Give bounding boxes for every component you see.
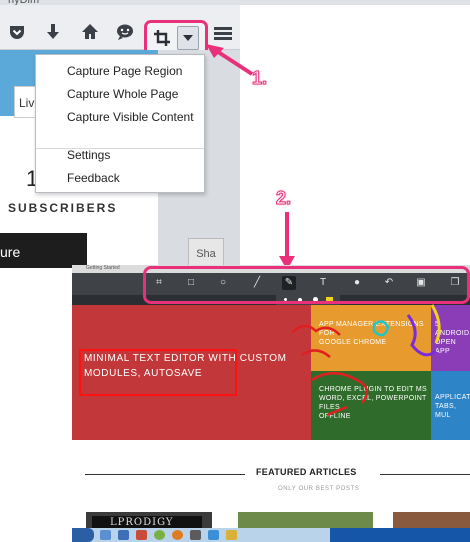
crop-tool-icon[interactable]: ⌗	[156, 277, 162, 288]
tile-chrome-plugin[interactable]: CHROME PLUGIN TO EDIT MS WORD, EXCEL, PO…	[311, 371, 431, 440]
step-1-label: 1.	[251, 68, 268, 89]
save-icon[interactable]: ▣	[416, 277, 426, 288]
line-tool-icon[interactable]: ╱	[253, 277, 261, 288]
tile-app-manager[interactable]: APP MANAGER EXTENSIONS FOR GOOGLE CHROME	[311, 305, 431, 371]
featured-subtitle: ONLY OUR BEST POSTS	[278, 486, 360, 492]
taskbar-active-area	[330, 528, 470, 542]
toolbar-highlight-box	[143, 266, 470, 304]
chat-icon[interactable]	[114, 21, 136, 43]
capture-dropdown-menu: Capture Page Region Capture Whole Page C…	[35, 54, 205, 193]
taskbar-app-icon[interactable]	[118, 530, 129, 540]
firefox-taskbar-icon[interactable]	[172, 530, 183, 540]
taskbar-app-icon[interactable]	[136, 530, 147, 540]
freehand-scribbles	[291, 304, 441, 417]
taskbar-app-icon[interactable]	[226, 530, 237, 540]
menu-item-feedback[interactable]: Feedback	[67, 171, 120, 185]
menu-divider	[36, 148, 204, 149]
red-highlight-box	[79, 349, 237, 396]
subscribers-label: SUBSCRIBERS	[8, 201, 118, 215]
home-icon[interactable]	[79, 21, 101, 43]
tile-applications[interactable]: APPLICAT TABS, MUL	[431, 371, 470, 440]
editor-toolbar: ⌗ □ ○ ╱ ✎ T ● ↶ ▣ ❐	[72, 273, 470, 295]
tab-strip	[0, 0, 470, 5]
capture-dropdown-button[interactable]	[177, 26, 199, 50]
pen-tool-icon[interactable]: ✎	[282, 276, 296, 290]
os-taskbar	[72, 528, 470, 542]
taskbar-app-icon[interactable]	[190, 530, 201, 540]
text-tool-icon[interactable]: T	[319, 277, 327, 288]
featured-divider-right	[380, 474, 470, 475]
copy-icon[interactable]: ❐	[450, 277, 460, 288]
editor-screenshot: Getting Started ⌗ □ ○ ╱ ✎ T ● ↶ ▣ ❐ MINI…	[72, 265, 470, 542]
chrome-taskbar-icon[interactable]	[154, 530, 165, 540]
menu-item-capture-visible-content[interactable]: Capture Visible Content	[67, 110, 194, 124]
featured-divider-left	[85, 474, 245, 475]
thumbnail-text: ure	[0, 244, 21, 260]
ellipse-tool-icon[interactable]: ○	[219, 277, 227, 288]
crop-icon[interactable]	[151, 27, 173, 49]
rectangle-tool-icon[interactable]: □	[187, 277, 195, 288]
menu-item-settings[interactable]: Settings	[67, 148, 111, 162]
blur-tool-icon[interactable]: ●	[353, 277, 361, 288]
size-large-option[interactable]	[313, 297, 318, 302]
share-button[interactable]: Sha	[188, 238, 224, 270]
color-swatch[interactable]	[326, 297, 333, 303]
editor-strip-text: Getting Started	[86, 265, 120, 271]
pen-options-bar	[276, 295, 340, 305]
red-tile-title: MINIMAL TEXT EDITOR WITH CUSTOM MODULES,…	[84, 353, 287, 379]
menu-item-capture-whole-page[interactable]: Capture Whole Page	[67, 87, 179, 101]
menu-icon[interactable]	[214, 27, 232, 41]
taskbar-app-icon[interactable]	[208, 530, 219, 540]
dropdown-caret-icon	[183, 35, 193, 41]
menu-item-capture-page-region[interactable]: Capture Page Region	[67, 64, 183, 78]
size-small-option[interactable]	[284, 298, 287, 301]
browser-toolbar	[0, 5, 240, 56]
page-nav-bar	[72, 295, 470, 305]
live-text: Liv	[19, 96, 35, 110]
undo-icon[interactable]: ↶	[384, 277, 394, 288]
featured-articles-heading: FEATURED ARTICLES	[256, 467, 357, 477]
editor-browser-strip	[72, 265, 470, 273]
tab-title-fragment[interactable]: nyDim	[8, 0, 40, 6]
taskbar-app-icon[interactable]	[100, 530, 111, 540]
start-button[interactable]	[72, 528, 94, 542]
tile-minimal-text-editor[interactable]	[72, 305, 311, 440]
size-medium-option[interactable]	[298, 298, 302, 302]
pocket-icon[interactable]	[6, 21, 28, 43]
thumbnail-caption: LPRODIGY	[110, 517, 174, 528]
step-2-label: 2.	[275, 188, 292, 209]
download-icon[interactable]	[42, 21, 64, 43]
video-thumbnail[interactable]	[0, 233, 87, 268]
